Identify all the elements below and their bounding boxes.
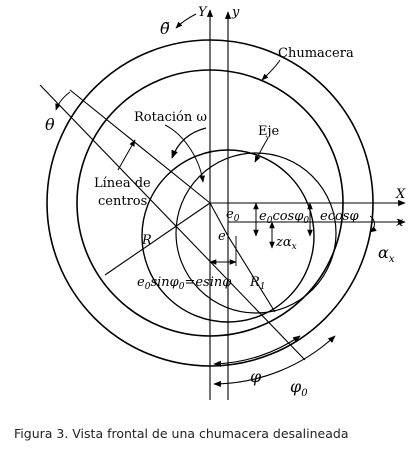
phi0-arc	[213, 335, 336, 388]
x-axis-label: x	[396, 215, 404, 230]
R1-label: R1	[249, 275, 266, 292]
R-label: R	[141, 233, 152, 248]
phi0-label: φ0	[290, 377, 308, 399]
eje-pointer	[254, 137, 269, 163]
figure-caption: Figura 3. Vista frontal de una chumacera…	[14, 426, 349, 441]
X-axis-label: X	[395, 187, 406, 202]
theta-label: θ	[45, 115, 55, 134]
R1-radius-line	[227, 235, 276, 313]
formula-label: e0sinφ0=esinφ	[137, 275, 232, 292]
theta-arc	[55, 91, 71, 111]
rotation-arc	[171, 127, 207, 159]
centros-label: centros	[98, 194, 147, 209]
linea-pointer	[117, 139, 136, 171]
ecos-label: ecosφ	[320, 209, 359, 224]
theta-tilde-label: θ̃	[160, 19, 170, 38]
phi-label: φ	[250, 367, 262, 386]
chumacera-label: Chumacera	[278, 46, 354, 61]
e0cos-label: e0cosφ0	[259, 209, 309, 226]
e-line	[209, 202, 229, 237]
eje-label: Eje	[258, 124, 280, 139]
z-alpha-label: zαx	[275, 235, 297, 252]
e-label: e	[218, 229, 226, 244]
line-of-centers	[39, 84, 306, 361]
alpha-x-label: αx	[378, 243, 395, 265]
e0-label: e0	[226, 207, 240, 224]
theta-direction-line	[69, 89, 211, 204]
misaligned-bearing-diagram: θ̃ Y y Chumacera θ Rotación ω Eje Línea …	[39, 5, 406, 400]
linea-de-label: Línea de	[94, 176, 151, 191]
theta-tilde-arc	[175, 13, 197, 29]
R-radius-line	[104, 202, 211, 276]
Y-axis-label: Y	[198, 5, 208, 20]
rotation-pointer	[164, 124, 205, 183]
y-axis-label: y	[231, 5, 240, 20]
shaft-circle-rear	[175, 152, 337, 314]
rotacion-label: Rotación ω	[134, 110, 207, 125]
chumacera-pointer	[261, 59, 281, 81]
alpha-x-arc	[369, 215, 377, 233]
